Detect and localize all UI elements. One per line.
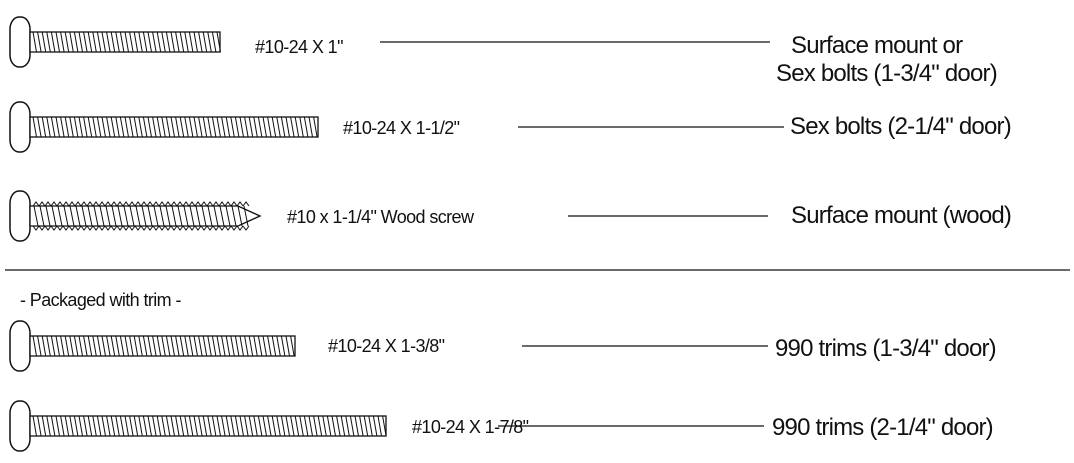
screw-5-spec: #10-24 X 1-7/8"	[412, 417, 529, 437]
screw-2-threads	[32, 116, 318, 138]
screw-3-threads	[32, 201, 250, 231]
packaged-with-trim-note: - Packaged with trim -	[20, 290, 181, 310]
screw-1-threads	[32, 31, 221, 53]
screw-3-head	[9, 190, 31, 242]
screw-2-use: Sex bolts (2-1/4" door)	[790, 113, 1012, 140]
screw-1-spec: #10-24 X 1"	[255, 37, 343, 57]
screw-4-spec: #10-24 X 1-3/8"	[328, 336, 445, 356]
screw-3-use: Surface mount (wood)	[791, 202, 1012, 229]
screw-1-use-line-2: Sex bolts (1-3/4" door)	[776, 60, 998, 87]
screw-2-head	[9, 101, 31, 153]
screw-5-head	[9, 400, 31, 452]
screw-2-spec: #10-24 X 1-1/2"	[343, 118, 460, 138]
screw-4-head	[9, 320, 31, 372]
screw-1-use-line-1: Surface mount or	[791, 32, 963, 59]
screw-1-head	[9, 16, 31, 68]
screw-4-threads	[32, 335, 295, 357]
screw-3-spec: #10 x 1-1/4" Wood screw	[287, 207, 474, 227]
screw-4-use: 990 trims (1-3/4" door)	[775, 335, 997, 362]
screw-5-use: 990 trims (2-1/4" door)	[772, 414, 994, 441]
screw-5-threads	[32, 415, 387, 437]
